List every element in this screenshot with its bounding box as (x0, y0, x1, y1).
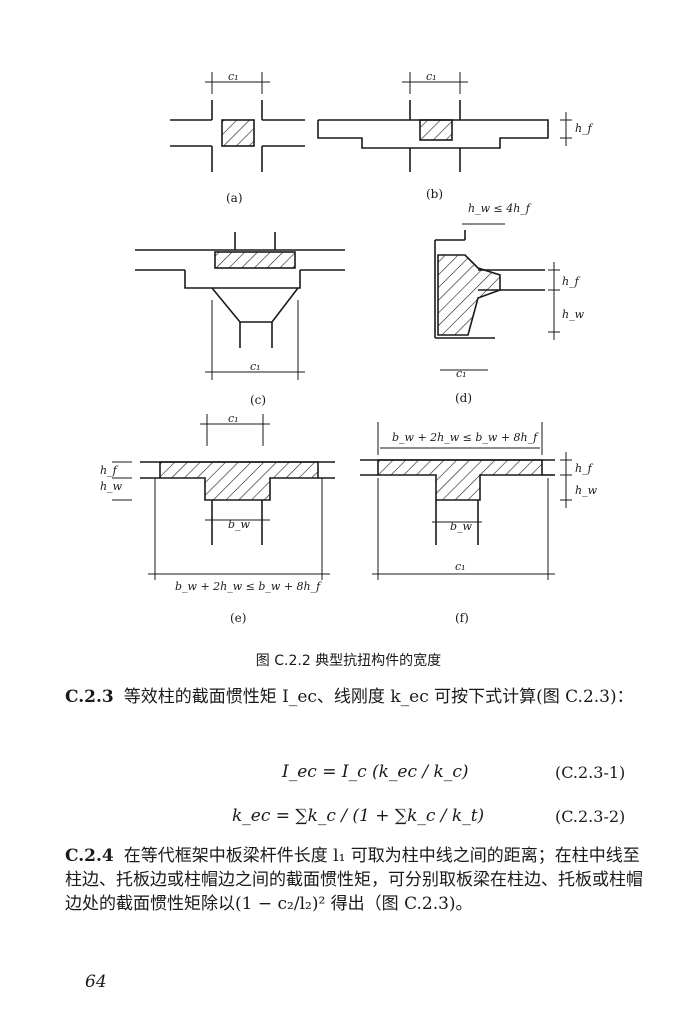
label-hw-f: h_w (575, 484, 598, 497)
label-cond-e: b_w + 2h_w ≤ b_w + 8h_f (175, 580, 322, 593)
subfigure-b: c₁ h_f (b) (317, 70, 594, 201)
label-hf-e: h_f (100, 464, 119, 477)
figure-caption: 图 C.2.2 典型抗扭构件的宽度 (255, 653, 442, 669)
section-text: 在等代框架中板梁杆件长度 l₁ 可取为柱中线之间的距离；在柱中线至柱边、托板边或… (65, 846, 643, 914)
equation-1-number: (C.2.3-1) (555, 763, 626, 782)
label-b: (b) (426, 187, 443, 201)
label-hw-d: h_w (562, 308, 585, 321)
section-c23: C.2.3 等效柱的截面惯性矩 I_ec、线刚度 k_ec 可按下式计算(图 C.… (65, 686, 645, 710)
label-cond-f: b_w + 2h_w ≤ b_w + 8h_f (392, 431, 539, 444)
label-c1-a: c₁ (228, 70, 239, 83)
subfigure-e: c₁ h_f h_w b_w b_w + 2h_w ≤ b_w + 8h_f (… (100, 412, 335, 625)
label-d: (d) (455, 391, 472, 405)
equation-2: k_ec = ∑k_c / (1 + ∑k_c / k_t) (232, 806, 485, 826)
equation-2-number: (C.2.3-2) (555, 807, 626, 826)
label-e: (e) (230, 611, 246, 625)
label-c1-e: c₁ (228, 412, 239, 425)
page-number: 64 (85, 972, 107, 992)
label-a: (a) (226, 191, 243, 205)
label-bw-e: b_w (228, 518, 251, 531)
torsion-members-figure: c₁ (a) c₁ h_f (b) (100, 70, 598, 625)
subfigure-c: c₁ (c) (135, 232, 345, 407)
section-number: C.2.4 (65, 846, 114, 866)
section-number: C.2.3 (65, 687, 114, 707)
label-c1-c: c₁ (250, 360, 261, 373)
equation-1: I_ec = I_c (k_ec / k_c) (282, 762, 469, 782)
section-text: 等效柱的截面惯性矩 I_ec、线刚度 k_ec 可按下式计算(图 C.2.3)： (123, 687, 634, 707)
subfigure-d: h_w ≤ 4h_f h_f h_w c₁ (d) (434, 202, 585, 405)
label-c1-d: c₁ (456, 367, 467, 380)
label-c1-f: c₁ (455, 560, 466, 573)
label-cond-d: h_w ≤ 4h_f (468, 202, 532, 215)
label-hf-b: h_f (575, 122, 594, 135)
subfigure-a: c₁ (a) (170, 70, 305, 205)
label-hf-f: h_f (575, 462, 594, 475)
label-bw-f: b_w (450, 520, 473, 533)
label-hf-d: h_f (562, 275, 581, 288)
label-hw-e: h_w (100, 480, 123, 493)
label-c1-b: c₁ (426, 70, 437, 83)
label-c: (c) (250, 393, 266, 407)
subfigure-f: b_w + 2h_w ≤ b_w + 8h_f h_f h_w b_w c₁ (… (360, 422, 598, 625)
label-f: (f) (455, 611, 469, 625)
